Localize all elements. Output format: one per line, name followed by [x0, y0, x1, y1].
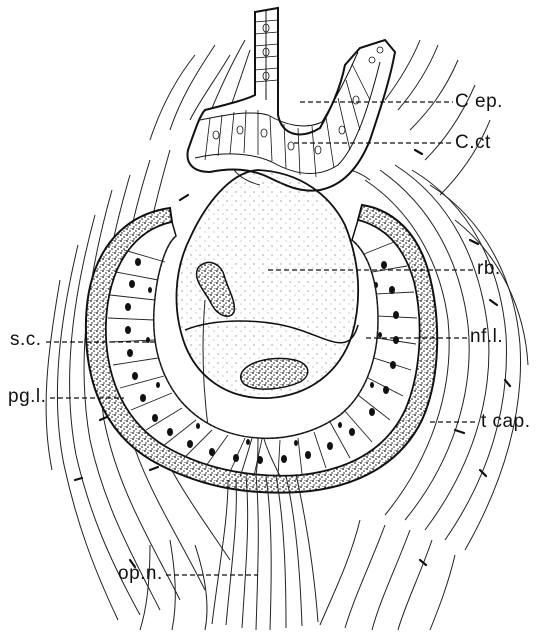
label-rb: rb. — [477, 259, 501, 278]
corneal-epithelium — [187, 8, 395, 191]
label-t-cap: t cap. — [481, 412, 530, 431]
label-nf-l: nf.l. — [470, 327, 503, 346]
label-c-ep: C ep. — [455, 92, 503, 111]
label-pg-l: pg.l. — [8, 387, 46, 406]
label-s-c: s.c. — [10, 330, 42, 349]
label-c-ct: C.ct — [455, 133, 491, 152]
label-op-n: op.n. — [118, 564, 163, 583]
